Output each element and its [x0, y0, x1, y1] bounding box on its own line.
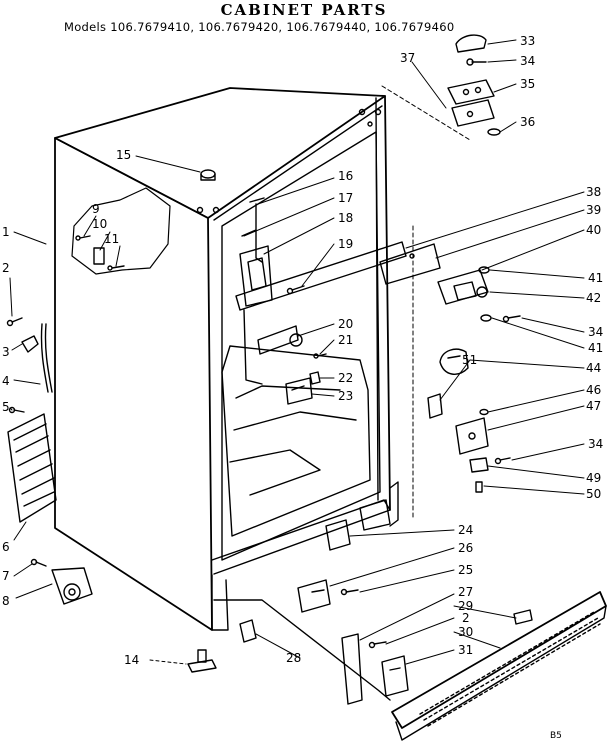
diagram-title: CABINET PARTS [220, 1, 388, 19]
callout-18: 18 [338, 211, 353, 225]
callout-35: 35 [520, 77, 535, 91]
callout-34-middle: 34 [588, 325, 603, 339]
callout-2: 2 [2, 261, 10, 275]
callout-47: 47 [586, 399, 601, 413]
side-cutaway-insert [71, 187, 171, 275]
callout-42: 42 [586, 291, 601, 305]
callout-4: 4 [2, 374, 10, 388]
callout-9: 9 [92, 202, 100, 216]
callout-17: 17 [338, 191, 353, 205]
callout-50: 50 [586, 487, 601, 501]
callout-28: 28 [286, 651, 301, 665]
callout-15: 15 [116, 148, 131, 162]
callout-5: 5 [2, 400, 10, 414]
callout-37: 37 [400, 51, 415, 65]
left-side-parts [6, 169, 217, 673]
callout-31: 31 [458, 643, 473, 657]
callout-36: 36 [520, 115, 535, 129]
cabinet-body [54, 85, 471, 631]
callout-26: 26 [458, 541, 473, 555]
bottom-parts [213, 499, 607, 741]
callout-46: 46 [586, 383, 601, 397]
callout-22: 22 [338, 371, 353, 385]
callout-19: 19 [338, 237, 353, 251]
callout-24: 24 [458, 523, 473, 537]
callout-11: 11 [104, 232, 119, 246]
callout-44: 44 [586, 361, 601, 375]
callout-30: 30 [458, 625, 473, 639]
interior-parts [235, 197, 441, 405]
model-numbers: Models 106.7679410, 106.7679420, 106.767… [64, 20, 455, 34]
leader-lines [9, 39, 585, 665]
callout-21: 21 [338, 333, 353, 347]
hinge-parts [427, 34, 521, 493]
callout-3: 3 [2, 345, 10, 359]
callout-40: 40 [586, 223, 601, 237]
callout-10: 10 [92, 217, 107, 231]
callout-23: 23 [338, 389, 353, 403]
callout-49: 49 [586, 471, 601, 485]
callout-7: 7 [2, 569, 10, 583]
callout-16: 16 [338, 169, 353, 183]
footer-code: B5 [550, 731, 562, 741]
callout-51: 51 [462, 353, 477, 367]
callout-39: 39 [586, 203, 601, 217]
callout-29: 29 [458, 599, 473, 613]
callout-34-lower: 34 [588, 437, 603, 451]
callout-34-top: 34 [520, 54, 535, 68]
callout-14: 14 [124, 653, 139, 667]
callout-2-bottom: 2 [462, 611, 470, 625]
callout-27: 27 [458, 585, 473, 599]
callout-20: 20 [338, 317, 353, 331]
callout-41-lower: 41 [588, 341, 603, 355]
callout-8: 8 [2, 594, 10, 608]
callout-33: 33 [520, 34, 535, 48]
callout-labels: 1 2 3 4 5 6 7 8 9 10 11 14 15 16 17 18 1… [2, 34, 603, 667]
callout-38: 38 [586, 185, 601, 199]
callout-41-upper: 41 [588, 271, 603, 285]
callout-6: 6 [2, 540, 10, 554]
callout-25: 25 [458, 563, 473, 577]
callout-1: 1 [2, 225, 10, 239]
